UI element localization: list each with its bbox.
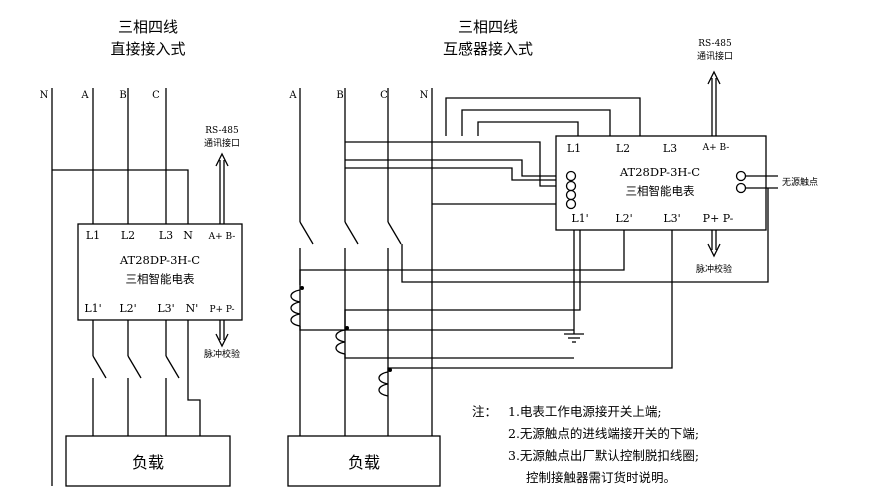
right-meter-terminal-l3-out: L3'	[663, 212, 680, 225]
left-phase-label-n: N	[40, 90, 49, 101]
right-meter-name: 三相智能电表	[626, 184, 695, 198]
right-ct-coil-c-icon	[378, 368, 392, 397]
right-phase-label-c: C	[380, 90, 388, 101]
left-phase-label-c: C	[152, 90, 160, 101]
right-load-box	[287, 435, 441, 487]
left-meter-terminal-n: N	[183, 229, 193, 242]
left-rs485-double-arrow-icon	[215, 152, 229, 224]
right-meter-terminal-l2: L2	[616, 142, 630, 155]
left-meter-box	[77, 223, 243, 321]
right-phase-label-n: N	[420, 90, 429, 101]
notes: 注： 1.电表工作电源接开关上端; 2.无源触点的进线端接开关的下端; 3.无源…	[472, 404, 699, 485]
right-meter-left-terminal-screws-icon	[565, 170, 577, 210]
left-meter-model: AT28DP-3H-C	[119, 253, 200, 267]
right-rs485-double-arrow-icon	[707, 70, 721, 136]
right-meter-terminal-l1-out: L1'	[571, 212, 588, 225]
left-meter-terminal-n-out: N'	[186, 302, 199, 315]
left-pulse-double-arrow-icon	[215, 320, 229, 348]
note-item-1: 1.电表工作电源接开关上端;	[508, 404, 662, 419]
right-ct-coil-b-icon	[335, 326, 574, 359]
right-title-line1: 三相四线	[458, 18, 518, 36]
note-item-3: 3.无源触点出厂默认控制脱扣线圈;	[508, 448, 699, 463]
right-meter-terminal-l3: L3	[663, 142, 677, 155]
left-rs485-label: RS-485	[205, 126, 239, 136]
right-ct-return-l1	[344, 230, 581, 330]
left-pulse-label: 脉冲校验	[204, 348, 240, 360]
left-meter-name: 三相智能电表	[126, 272, 195, 286]
right-rs485-label: RS-485	[698, 39, 732, 49]
right-lead-l1	[461, 109, 611, 136]
right-breaker-switch-icon	[298, 221, 402, 248]
right-lead-l3	[477, 121, 579, 136]
right-pulse-label: 脉冲校验	[696, 263, 732, 275]
right-meter-terminal-pulse: P+ P-	[703, 212, 734, 225]
left-load-label: 负载	[132, 453, 164, 472]
right-ct-coil-a-icon	[290, 286, 574, 331]
right-ground-icon	[564, 333, 584, 343]
left-breaker-switch-icon	[92, 355, 180, 379]
left-meter-terminal-l1: L1	[86, 229, 100, 242]
left-meter-terminal-pulse: P+ P-	[209, 305, 234, 315]
left-meter-terminal-l3: L3	[159, 229, 173, 242]
left-diagram: 三相四线 直接接入式 N A B C L1 L2 L3 N A+ B- AT28…	[40, 18, 243, 487]
right-phase-label-a: A	[288, 90, 297, 101]
left-neutral-tap	[52, 169, 189, 224]
right-voltage-tap-a	[345, 141, 556, 187]
notes-prefix: 注：	[472, 404, 497, 419]
right-dry-contact-to-switch	[401, 188, 769, 283]
right-pulse-double-arrow-icon	[707, 230, 721, 258]
left-meter-terminal-rs485: A+ B-	[208, 232, 236, 242]
right-meter-box	[555, 135, 767, 231]
note-item-4: 控制接触器需订货时说明。	[526, 470, 676, 485]
left-title-line2: 直接接入式	[110, 40, 185, 58]
left-rs485-sublabel: 通讯接口	[204, 137, 240, 149]
left-load-wire-n	[187, 320, 201, 436]
left-phase-label-a: A	[80, 90, 89, 101]
right-phase-label-b: B	[336, 90, 343, 101]
left-meter-terminal-l2-out: L2'	[119, 302, 136, 315]
right-ct-return-l3	[387, 230, 673, 372]
right-dry-contact-label: 无源触点	[782, 176, 818, 188]
left-meter-terminal-l1-out: L1'	[84, 302, 101, 315]
right-ct-return-l2	[299, 230, 625, 285]
left-load-box	[65, 435, 231, 487]
left-title-line1: 三相四线	[118, 18, 178, 36]
right-voltage-tap-c	[345, 167, 556, 181]
right-diagram: 三相四线 互感器接入式 A B C N L1 L2	[287, 18, 818, 487]
left-phase-label-b: B	[119, 90, 126, 101]
right-rs485-sublabel: 通讯接口	[697, 50, 733, 62]
right-voltage-tap-b	[345, 159, 556, 177]
right-title-line2: 互感器接入式	[443, 40, 533, 58]
left-meter-terminal-l3-out: L3'	[157, 302, 174, 315]
note-item-2: 2.无源触点的进线端接开关的下端;	[508, 426, 699, 441]
right-meter-terminal-l2-out: L2'	[615, 212, 632, 225]
right-meter-terminal-rs485: A+ B-	[702, 143, 730, 153]
left-meter-terminal-l2: L2	[121, 229, 135, 242]
right-load-label: 负载	[348, 453, 380, 472]
right-meter-model: AT28DP-3H-C	[619, 165, 700, 179]
right-lead-l2	[445, 97, 641, 136]
right-meter-terminal-l1: L1	[567, 142, 581, 155]
